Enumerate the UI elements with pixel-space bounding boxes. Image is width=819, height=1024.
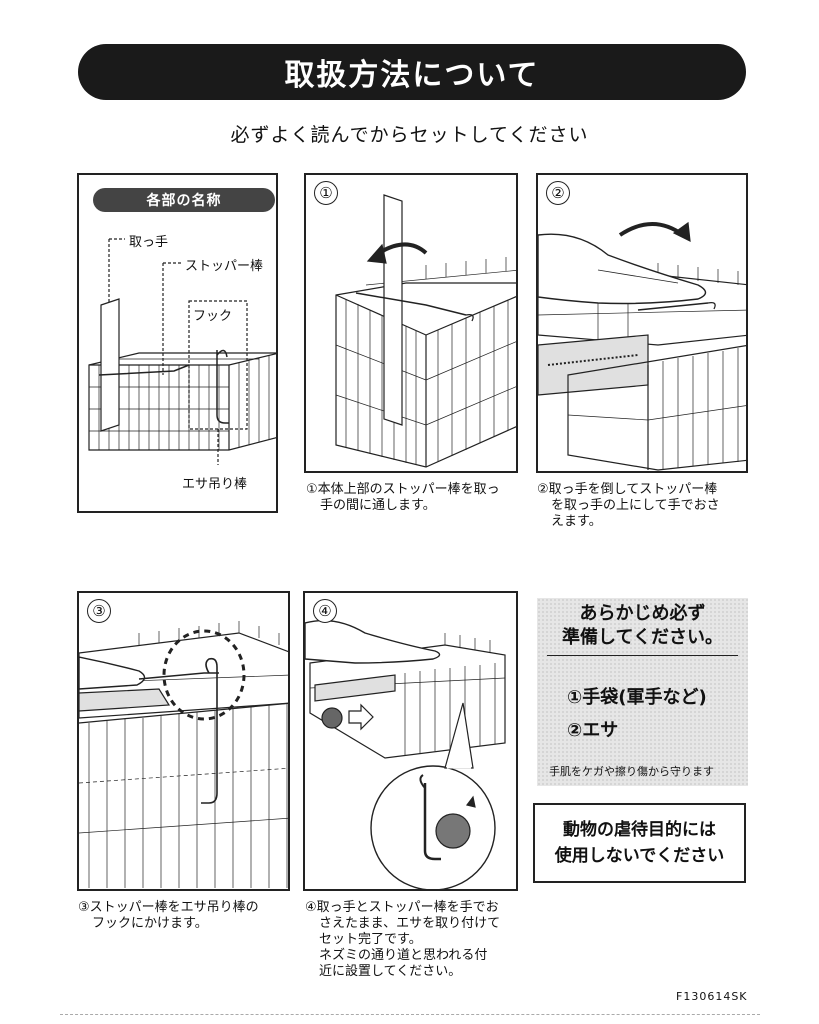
step-4-caption: ④取っ手とストッパー棒を手でお さえたまま、エサを取り付けて セット完了です。 … — [305, 900, 525, 980]
footer-divider — [60, 1014, 760, 1015]
step-3-illustration — [79, 621, 288, 888]
product-code: F130614SK — [676, 990, 748, 1003]
step-1-caption: ①本体上部のストッパー棒を取っ 手の間に通します。 — [306, 482, 526, 514]
step-4-caption-line: 近に設置してください。 — [319, 964, 462, 979]
warning-line: 動物の虐待目的には — [563, 820, 716, 840]
prepare-divider — [547, 655, 738, 656]
step-4-caption-line: ネズミの通り道と思われる付 — [319, 948, 488, 963]
prepare-title-line: 準備してください。 — [562, 627, 723, 648]
step-3-number: ③ — [87, 599, 111, 623]
part-handle-label: 取っ手 — [129, 235, 169, 250]
step-4-caption-line: さえたまま、エサを取り付けて — [319, 916, 501, 931]
subtitle: 必ずよく読んでからセットしてください — [230, 124, 589, 146]
step-2-number: ② — [546, 181, 570, 205]
step-4-caption-line: セット完了です。 — [319, 932, 422, 947]
step-3-panel: ③ — [77, 591, 290, 891]
warning-line: 使用しないでください — [554, 846, 725, 866]
parts-illustration — [88, 238, 276, 465]
step-4-illustration — [305, 619, 506, 889]
step-1-illustration — [335, 194, 516, 468]
warning-box: 動物の虐待目的には 使用しないでください — [533, 803, 746, 883]
parts-panel: 各部の名称 — [77, 173, 278, 513]
step-3-caption-line: フックにかけます。 — [92, 916, 208, 931]
step-1-panel: ① — [304, 173, 518, 473]
step-4-number: ④ — [313, 599, 337, 623]
part-hook-label: フック — [193, 305, 233, 324]
prepare-item-bait: ②エサ — [567, 720, 619, 741]
step-2-caption: ②取っ手を倒してストッパー棒 を取っ手の上にして手でおさ えます。 — [537, 482, 757, 530]
prepare-note: 手肌をケガや擦り傷から守ります — [549, 765, 714, 778]
parts-heading: 各部の名称 — [93, 188, 275, 212]
step-3-caption-line: ③ストッパー棒をエサ吊り棒の — [78, 900, 259, 915]
step-4-caption-line: ④取っ手とストッパー棒を手でお — [305, 900, 499, 915]
title-bar: 取扱方法について — [78, 44, 746, 100]
part-bait-rod-label: エサ吊り棒 — [182, 477, 248, 492]
step-3-caption: ③ストッパー棒をエサ吊り棒の フックにかけます。 — [78, 900, 298, 932]
step-2-caption-line: ②取っ手を倒してストッパー棒 — [537, 482, 718, 497]
step-1-number: ① — [314, 181, 338, 205]
step-2-caption-line: を取っ手の上にして手でおさ — [551, 498, 720, 513]
prepare-title-line: あらかじめ必ず — [579, 603, 706, 624]
prepare-title: あらかじめ必ず 準備してください。 — [537, 602, 748, 650]
step-2-caption-line: えます。 — [551, 514, 602, 529]
step-2-illustration — [538, 221, 746, 471]
part-stopper-rod-label: ストッパー棒 — [185, 259, 264, 274]
page-title: 取扱方法について — [284, 58, 540, 93]
step-1-caption-line: ①本体上部のストッパー棒を取っ — [306, 482, 500, 497]
step-4-panel: ④ — [303, 591, 518, 891]
step-2-panel: ② — [536, 173, 748, 473]
prepare-box: あらかじめ必ず 準備してください。 ①手袋(軍手など) ②エサ 手肌をケガや擦り… — [537, 598, 748, 786]
prepare-item-gloves: ①手袋(軍手など) — [567, 687, 707, 708]
step-1-caption-line: 手の間に通します。 — [320, 498, 436, 513]
